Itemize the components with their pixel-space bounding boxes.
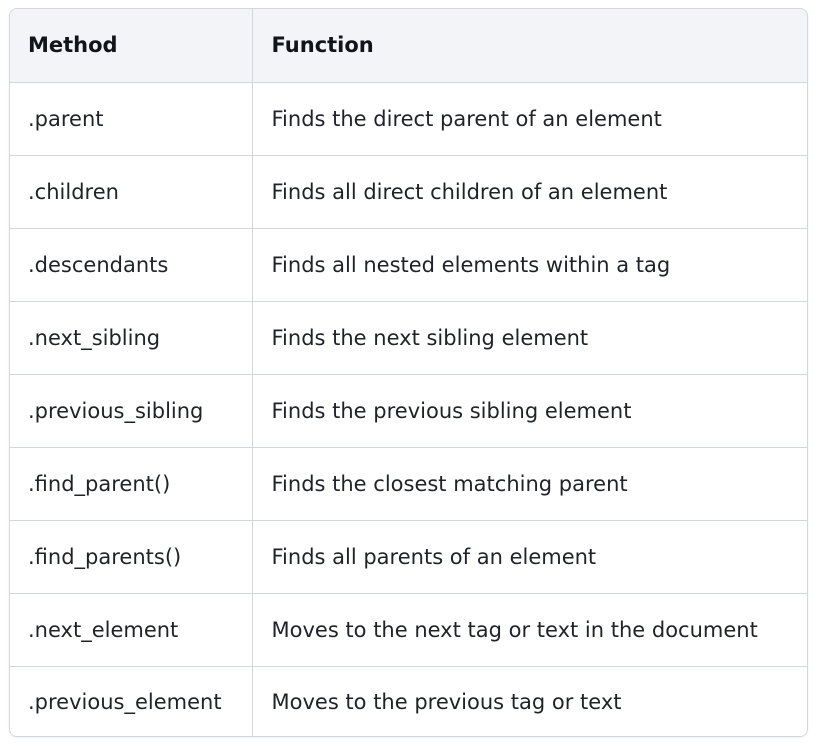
table-body: .parent Finds the direct parent of an el… [10, 81, 807, 736]
table-row: .descendants Finds all nested elements w… [10, 227, 807, 301]
method-cell: .next_element [10, 592, 253, 666]
function-cell: Finds all direct children of an element [252, 154, 807, 228]
function-cell: Finds the previous sibling element [252, 373, 807, 447]
methods-table-container: Method Function .parent Finds the direct… [9, 8, 808, 737]
methods-table: Method Function .parent Finds the direct… [10, 9, 807, 736]
function-cell: Moves to the previous tag or text [252, 665, 807, 736]
table-row: .next_element Moves to the next tag or t… [10, 592, 807, 666]
function-cell: Finds all nested elements within a tag [252, 227, 807, 301]
method-cell: .next_sibling [10, 300, 253, 374]
table-row: .children Finds all direct children of a… [10, 154, 807, 228]
table-row: .next_sibling Finds the next sibling ele… [10, 300, 807, 374]
function-cell: Moves to the next tag or text in the doc… [252, 592, 807, 666]
header-row: Method Function [10, 9, 807, 83]
function-cell: Finds the closest matching parent [252, 446, 807, 520]
method-cell: .children [10, 154, 253, 228]
table-row: .parent Finds the direct parent of an el… [10, 81, 807, 155]
header-method: Method [10, 9, 253, 83]
method-cell: .previous_element [10, 665, 253, 736]
table-header: Method Function [10, 9, 807, 83]
method-cell: .find_parents() [10, 519, 253, 593]
function-cell: Finds the next sibling element [252, 300, 807, 374]
function-cell: Finds the direct parent of an element [252, 81, 807, 155]
table-row: .find_parent() Finds the closest matchin… [10, 446, 807, 520]
method-cell: .previous_sibling [10, 373, 253, 447]
function-cell: Finds all parents of an element [252, 519, 807, 593]
table-row: .previous_sibling Finds the previous sib… [10, 373, 807, 447]
method-cell: .find_parent() [10, 446, 253, 520]
table-row: .find_parents() Finds all parents of an … [10, 519, 807, 593]
method-cell: .descendants [10, 227, 253, 301]
header-function: Function [252, 9, 807, 83]
table-row: .previous_element Moves to the previous … [10, 665, 807, 736]
method-cell: .parent [10, 81, 253, 155]
